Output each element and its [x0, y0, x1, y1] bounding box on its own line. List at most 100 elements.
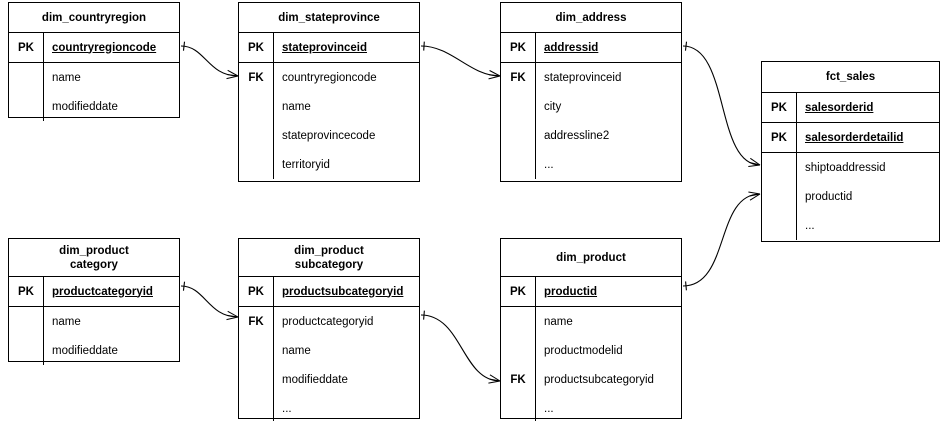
key-badge-none	[762, 153, 796, 182]
key-badge-none	[239, 394, 273, 421]
attribute-name: name	[52, 71, 81, 84]
attribute-name: productsubcategoryid	[544, 373, 654, 386]
attribute-row-dim_product-productsubcategoryid[interactable]: FK productsubcategoryid	[501, 365, 681, 394]
key-column-divider	[535, 63, 536, 179]
cardinality-many-marker-prong-2	[748, 191, 761, 195]
key-badge-none	[501, 394, 535, 421]
cardinality-many-marker-prong-1	[488, 75, 501, 80]
relationship-line	[682, 45, 761, 166]
key-column-divider	[43, 277, 44, 306]
attribute-name: salesorderdetailid	[805, 131, 904, 144]
cardinality-one-marker	[182, 281, 186, 291]
key-badge-fk: FK	[510, 373, 526, 386]
attribute-name: salesorderid	[805, 101, 874, 114]
key-badge-none	[501, 121, 535, 150]
key-badge-pk: PK	[248, 285, 264, 298]
attribute-row-dim_address-city[interactable]: city	[501, 92, 681, 121]
cardinality-many-marker-prong-0	[489, 74, 501, 77]
attribute-name: stateprovincecode	[282, 129, 376, 142]
key-badge-pk: PK	[510, 41, 526, 54]
attribute-row-dim_product-name[interactable]: name	[501, 307, 681, 336]
attribute-row-dim_productsubcategory-modifieddate[interactable]: modifieddate	[239, 365, 419, 394]
cardinality-many-marker-prong-0	[489, 378, 501, 382]
key-badge-none	[9, 63, 43, 92]
attribute-row-dim_productsubcategory-name[interactable]: name	[239, 336, 419, 365]
cardinality-one-marker	[684, 41, 688, 51]
key-badge-none	[239, 92, 273, 121]
key-badge-fk: FK	[510, 71, 526, 84]
entity-title-dim_countryregion: dim_countryregion	[9, 3, 179, 33]
attribute-name: modifieddate	[282, 373, 348, 386]
attribute-name: territoryid	[282, 158, 330, 171]
key-badge-none	[239, 150, 273, 179]
key-badge-none	[239, 121, 273, 150]
relationship-line	[420, 45, 501, 77]
attribute-row-dim_countryregion-name[interactable]: name	[9, 63, 179, 92]
attribute-name: addressid	[544, 41, 599, 54]
attribute-row-dim_stateprovince-name[interactable]: name	[239, 92, 419, 121]
key-column-divider	[273, 307, 274, 421]
key-badge-none	[762, 182, 796, 211]
attribute-row-dim_address-addressline2[interactable]: addressline2	[501, 121, 681, 150]
entity-title-fct_sales: fct_sales	[762, 62, 939, 93]
attribute-row-dim_productsubcategory-...[interactable]: ...	[239, 394, 419, 421]
attribute-row-dim_stateprovince-territoryid[interactable]: territoryid	[239, 150, 419, 179]
attribute-row-dim_productcategory-name[interactable]: name	[9, 307, 179, 336]
key-badge-pk: PK	[18, 41, 34, 54]
key-column-divider	[273, 33, 274, 62]
key-badge-none	[501, 150, 535, 179]
attribute-row-dim_product-productmodelid[interactable]: productmodelid	[501, 336, 681, 365]
attribute-row-fct_sales-shiptoaddressid[interactable]: shiptoaddressid	[762, 153, 939, 182]
key-badge-none	[501, 336, 535, 365]
relationship-line	[180, 45, 239, 77]
relationship-line	[180, 285, 239, 318]
attribute-row-dim_countryregion-modifieddate[interactable]: modifieddate	[9, 92, 179, 121]
attribute-row-fct_sales-productid[interactable]: productid	[762, 182, 939, 211]
attribute-row-dim_stateprovince-stateprovincecode[interactable]: stateprovincecode	[239, 121, 419, 150]
attribute-name: productid	[805, 190, 853, 203]
key-column-divider	[796, 123, 797, 152]
key-column-divider	[796, 93, 797, 122]
attribute-row-dim_address-...[interactable]: ...	[501, 150, 681, 179]
attribute-row-dim_productcategory-modifieddate[interactable]: modifieddate	[9, 336, 179, 365]
key-badge-none	[239, 336, 273, 365]
attribute-list-fct_sales: shiptoaddressid productid...	[762, 153, 939, 240]
entity-title-dim_productsubcategory: dim_product subcategory	[239, 239, 419, 277]
relationship-line	[682, 193, 761, 287]
cardinality-many-marker-prong-2	[489, 70, 501, 77]
attribute-name: stateprovinceid	[544, 71, 622, 84]
attribute-row-dim_address-stateprovinceid[interactable]: FK stateprovinceid	[501, 63, 681, 92]
attribute-row-dim_product-...[interactable]: ...	[501, 394, 681, 421]
attribute-row-dim_address-addressid[interactable]: PK addressid	[501, 33, 681, 63]
attribute-row-fct_sales-...[interactable]: ...	[762, 211, 939, 240]
attribute-name: name	[282, 344, 311, 357]
key-column-divider	[535, 33, 536, 62]
attribute-name: ...	[544, 158, 554, 171]
key-badge-pk: PK	[510, 285, 526, 298]
cardinality-many-marker-prong-1	[226, 75, 239, 80]
cardinality-one-marker	[685, 281, 687, 291]
key-badge-pk: PK	[248, 41, 264, 54]
cardinality-many-marker-prong-2	[227, 69, 239, 77]
key-badge-none	[9, 92, 43, 121]
key-badge-none	[501, 92, 535, 121]
relationship-productcategory-to-subcategory	[180, 281, 239, 321]
